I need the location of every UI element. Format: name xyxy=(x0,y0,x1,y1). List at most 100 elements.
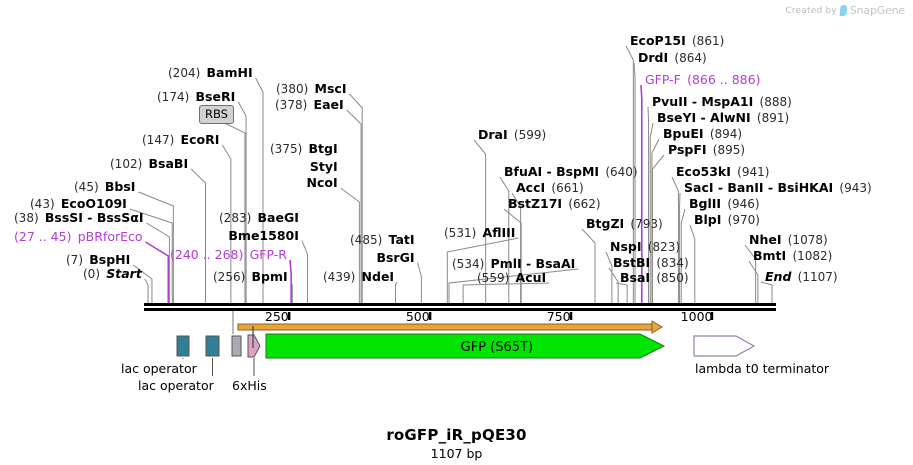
site-position: (943) xyxy=(839,181,872,195)
enzyme-label[interactable]: (0) Start xyxy=(83,266,142,281)
site-position: (1078) xyxy=(787,233,828,247)
enzyme-label[interactable]: (7) BspHI xyxy=(66,252,131,267)
site-position: (0) xyxy=(83,267,100,281)
primer-label[interactable]: GFP-F (866 .. 886) xyxy=(645,72,761,87)
watermark-prefix: Created by xyxy=(785,5,837,16)
enzyme-label[interactable]: NheI (1078) xyxy=(749,233,828,247)
site-name-row: (283) BaeGI xyxy=(219,211,299,225)
enzyme-label[interactable]: Eco53kI (941) xyxy=(676,164,770,179)
site-position: (439) xyxy=(323,270,356,284)
site-name: BpmI xyxy=(251,269,288,284)
enzyme-label[interactable]: (147) EcoRI xyxy=(142,132,220,147)
site-position: (534) xyxy=(452,257,485,271)
site-name: BstBI xyxy=(613,255,651,270)
site-position: (850) xyxy=(656,271,689,285)
ruler-tick-label: 500 xyxy=(405,309,430,324)
enzyme-label[interactable]: BstZ17I (662) xyxy=(508,196,601,211)
enzyme-label[interactable]: (256) BpmI xyxy=(213,269,288,284)
site-name: Eco53kI xyxy=(676,164,731,179)
enzyme-label[interactable]: SacI - BanII - BsiHKAI (943) xyxy=(684,181,872,195)
enzyme-label[interactable]: BglII (946) xyxy=(689,197,760,210)
enzyme-label[interactable]: (174) BseRI xyxy=(157,90,235,103)
site-position: (861) xyxy=(692,34,725,48)
site-name: BaeGI xyxy=(257,210,299,225)
enzyme-label[interactable]: (43) EcoO109I xyxy=(30,197,127,211)
enzyme-label[interactable]: EcoP15I (861) xyxy=(630,33,725,48)
site-name: BlpI xyxy=(694,212,722,227)
enzyme-label[interactable]: (283) BaeGI Bme1580I xyxy=(219,211,299,242)
primer-label[interactable]: (27 .. 45) pBRforEco xyxy=(14,229,143,244)
site-name: BmtI xyxy=(753,248,787,263)
enzyme-label[interactable]: (102) BsaBI xyxy=(110,156,189,171)
enzyme-label[interactable]: BfuAI - BspMI (640) xyxy=(504,164,638,179)
site-position: (888) xyxy=(759,95,792,109)
enzyme-label[interactable]: BtgZI (793) xyxy=(586,217,663,231)
site-name: BfuAI - BspMI xyxy=(504,164,600,179)
site-name: EcoRI xyxy=(180,132,220,147)
site-name: BspHI xyxy=(89,252,131,267)
enzyme-label[interactable]: BseYI - AlwNI (891) xyxy=(657,111,789,124)
enzyme-label[interactable]: PspFI (895) xyxy=(668,142,745,157)
site-name: PvuII - MspA1I xyxy=(652,94,754,109)
site-name: pBRforEco xyxy=(77,229,143,244)
enzyme-label[interactable]: (378) EaeI xyxy=(275,98,344,112)
site-position: (793) xyxy=(630,217,663,231)
site-name: DraI xyxy=(478,127,508,142)
site-name: PmlI - BsaAI xyxy=(490,256,576,271)
site-position: (1107) xyxy=(797,270,838,284)
feature-label[interactable]: lambda t0 terminator xyxy=(695,361,830,376)
site-name: EcoP15I xyxy=(630,33,686,48)
site-name: AflIII xyxy=(482,225,516,240)
enzyme-label[interactable]: NspI (823) xyxy=(610,239,680,254)
enzyme-label[interactable]: (559) AcuI xyxy=(477,271,546,284)
enzyme-label[interactable]: (534) PmlI - BsaAI xyxy=(452,256,576,271)
site-name-row: (485) TatI xyxy=(350,233,415,247)
gfp-feature-label: GFP (S65T) xyxy=(461,340,533,355)
enzyme-label[interactable]: (204) BamHI xyxy=(168,66,253,79)
enzyme-label[interactable]: End (1107) xyxy=(765,269,838,284)
site-position: (599) xyxy=(513,128,547,142)
enzyme-label[interactable]: (380) MscI xyxy=(276,81,347,96)
site-name: GFP-F xyxy=(645,72,681,87)
enzyme-label[interactable]: BsaI (850) xyxy=(620,271,689,285)
enzyme-label[interactable]: DraI (599) xyxy=(478,127,547,142)
site-name: Bme1580I xyxy=(228,227,299,243)
feature-label[interactable]: 6xHis xyxy=(232,378,267,393)
enzyme-label[interactable]: PvuII - MspA1I (888) xyxy=(652,94,792,109)
enzyme-label[interactable]: (38) BssSI - BssSαI xyxy=(14,211,144,224)
enzyme-label[interactable]: BstBI (834) xyxy=(613,255,689,270)
site-name: PspFI xyxy=(668,142,707,157)
enzyme-label[interactable]: BpuEI (894) xyxy=(663,127,742,140)
site-position: (7) xyxy=(66,253,83,267)
site-position: (240 .. 268) xyxy=(170,247,244,262)
site-name: GFP-R xyxy=(249,247,287,262)
site-name: TatI xyxy=(388,232,415,247)
site-position: (941) xyxy=(737,165,770,179)
feature-label[interactable]: lac operator xyxy=(138,378,214,393)
site-name: NspI xyxy=(610,239,642,254)
enzyme-label[interactable]: (439) NdeI xyxy=(323,270,394,284)
site-position: (378) xyxy=(275,98,308,112)
enzyme-label[interactable]: (531) AflIII xyxy=(444,225,516,240)
enzyme-label[interactable]: (45) BbsI xyxy=(74,180,135,193)
site-name: BstZ17I xyxy=(508,196,563,211)
enzyme-label[interactable]: AccI (661) xyxy=(516,181,584,194)
plasmid-length: 1107 bp xyxy=(430,446,483,461)
primer-label[interactable]: (240 .. 268) GFP-R xyxy=(170,247,287,262)
site-name: End xyxy=(765,269,792,284)
enzyme-label[interactable]: BmtI (1082) xyxy=(753,248,832,263)
site-position: (43) xyxy=(30,197,55,211)
feature-label[interactable]: lac operator xyxy=(121,361,197,376)
site-name: BsaBI xyxy=(148,156,189,171)
site-name: Start xyxy=(106,266,142,281)
enzyme-label[interactable]: BlpI (970) xyxy=(694,212,760,227)
enzyme-label[interactable]: DrdI (864) xyxy=(638,51,707,64)
ruler-tick-label: 1000 xyxy=(680,309,713,324)
feature-tag-rbs[interactable]: RBS xyxy=(199,105,234,124)
site-position: (866 .. 886) xyxy=(687,72,761,87)
site-name: MscI xyxy=(314,81,347,96)
